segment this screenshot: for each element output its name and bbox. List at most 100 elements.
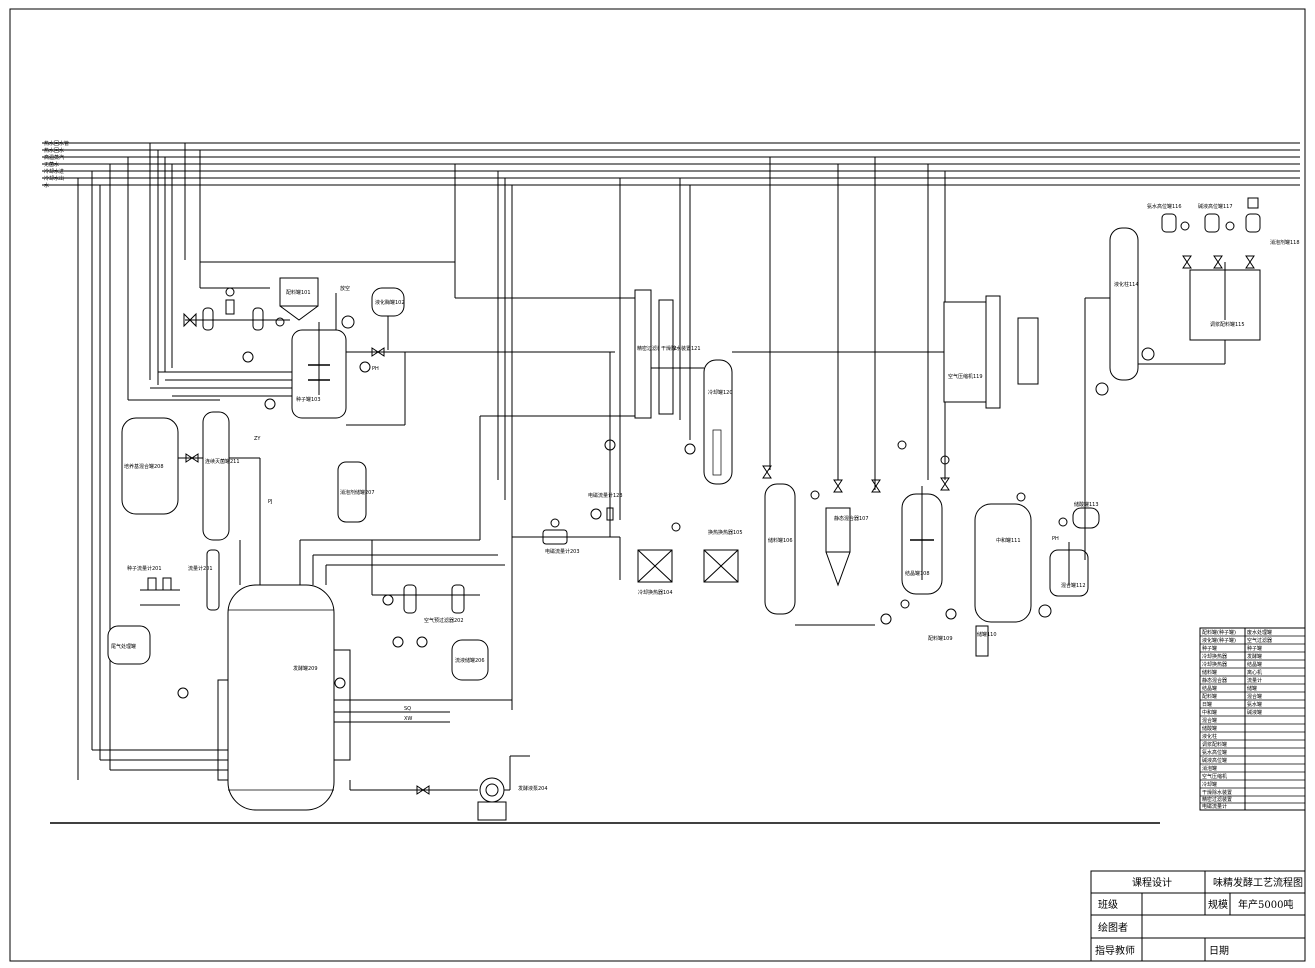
defoamer-tank-207: 消泡剂储罐207 (337, 461, 375, 523)
pj-tag: PJ (268, 499, 273, 505)
dryer-121: 干燥除水装置121 (658, 299, 701, 415)
static-mixer-107: 静态混合器107 (825, 507, 869, 587)
crystal-tank-108: 结晶罐108 (901, 486, 943, 595)
vent-label: 放空 (340, 285, 350, 292)
utility-label: 水 (44, 182, 49, 189)
svg-text:日期: 日期 (1209, 945, 1229, 957)
svg-text:冷却罐120: 冷却罐120 (708, 389, 733, 396)
mixer-112: 混合罐112 (1049, 542, 1089, 597)
alkali-tank-117: 碱液高位罐117 (1198, 203, 1233, 233)
svg-text:液化柱114: 液化柱114 (1114, 281, 1139, 288)
svg-text:储酸罐113: 储酸罐113 (1074, 501, 1099, 508)
drawing-border (9, 8, 1306, 962)
svg-text:流量计201: 流量计201 (188, 565, 213, 572)
svg-text:发酵罐209: 发酵罐209 (293, 665, 318, 672)
svg-text:碱液罐: 碱液罐 (1247, 709, 1262, 716)
svg-text:配料罐109: 配料罐109 (928, 635, 953, 642)
svg-text:消泡罐: 消泡罐 (1202, 765, 1217, 772)
legend-rows (1200, 635, 1305, 804)
svg-text:冷却罐: 冷却罐 (1202, 781, 1217, 788)
medium-mix-tank-208: 培养基混合罐208 (121, 417, 203, 515)
svg-text:氨水高位罐116: 氨水高位罐116 (1147, 203, 1182, 210)
svg-text:储罐110: 储罐110 (977, 631, 997, 638)
svg-text:静态混合器107: 静态混合器107 (834, 515, 869, 522)
utility-label: 高温蒸汽 (44, 154, 64, 161)
sterilizer-211: 连续灭菌罐211 (202, 411, 261, 585)
svg-text:氨水高位罐: 氨水高位罐 (1202, 749, 1227, 756)
filter-122: 精密过滤装置122 (634, 289, 677, 419)
svg-text:液化罐(种子罐): 液化罐(种子罐) (1202, 637, 1236, 644)
liquefy-tank-102: 液化酶罐102 (371, 287, 405, 350)
mixing-tank-101: 配料罐101 (279, 277, 319, 321)
zy-tag: ZY (254, 436, 261, 442)
exchanger-105: 换热换热器105 (703, 529, 743, 583)
storage-tank-106: 储料罐106 (764, 483, 796, 615)
svg-text:绘图者: 绘图者 (1098, 921, 1128, 934)
adjust-tank-115: 调浆配料罐115 (1189, 262, 1261, 341)
svg-text:电磁流量计203: 电磁流量计203 (545, 548, 580, 555)
utility-labels: 热水回水管 热水回水 高温蒸汽 无菌水 冷却水进 冷却水出 水 (44, 140, 69, 189)
svg-text:发酵罐: 发酵罐 (1247, 653, 1262, 660)
utility-label: 无菌水 (44, 161, 59, 168)
svg-text:调浆配料罐: 调浆配料罐 (1202, 741, 1227, 748)
svg-text:混合罐: 混合罐 (1202, 717, 1217, 724)
process-lines-103 (128, 261, 635, 426)
svg-text:种子罐: 种子罐 (1247, 645, 1262, 652)
svg-text:精密过滤装置: 精密过滤装置 (1202, 796, 1232, 803)
neutral-tank-111: 中和罐111 (974, 503, 1032, 623)
svg-text:配料罐101: 配料罐101 (286, 289, 311, 296)
liquefy-column-114: 液化柱114 (1109, 227, 1139, 381)
svg-text:碱液高位罐: 碱液高位罐 (1202, 757, 1227, 764)
svg-text:结晶罐108: 结晶罐108 (905, 570, 930, 577)
svg-text:静态混合器: 静态混合器 (1202, 677, 1227, 684)
svg-text:干燥除水装置121: 干燥除水装置121 (661, 345, 701, 352)
svg-text:规模: 规模 (1208, 898, 1228, 911)
svg-text:种子罐103: 种子罐103 (296, 396, 321, 403)
svg-text:空气预过滤器202: 空气预过滤器202 (424, 617, 464, 624)
utility-label: 热水回水 (44, 147, 64, 154)
svg-text:空气过滤器: 空气过滤器 (1247, 637, 1272, 644)
acid-tank-113: 储酸罐113 (1072, 501, 1100, 529)
svg-text:离心机: 离心机 (1247, 669, 1262, 676)
svg-text:中和罐: 中和罐 (1202, 709, 1217, 716)
em-flow-203: 电磁流量计203 (512, 518, 620, 555)
svg-text:年产5000吨: 年产5000吨 (1238, 898, 1293, 911)
title-block: 课程设计 味精发酵工艺流程图 班级 规模 年产5000吨 绘图者 指导教师 日期 (1090, 870, 1306, 962)
svg-text:冷却换热器: 冷却换热器 (1202, 661, 1227, 668)
svg-text:流液储罐206: 流液储罐206 (455, 657, 485, 664)
air-filters-top (185, 287, 355, 331)
compressor-119: 空气压缩机119 (943, 295, 1039, 409)
xw-tag: XW (404, 716, 412, 722)
svg-text:调浆配料罐115: 调浆配料罐115 (1210, 321, 1245, 328)
svg-text:储酸罐: 储酸罐 (1202, 725, 1217, 732)
svg-text:培养基混合罐208: 培养基混合罐208 (124, 463, 164, 470)
svg-text:日罐: 日罐 (1202, 701, 1212, 708)
seed-tank-103: 种子罐103 (291, 322, 347, 419)
legend-table: 配料罐(种子罐)废水处理罐 液化罐(种子罐)空气过滤器 种子罐种子罐 冷却换热器… (1199, 627, 1306, 811)
svg-text:种子流量计201: 种子流量计201 (127, 565, 162, 572)
valve-symbols (183, 255, 1255, 795)
svg-text:尾气处理罐: 尾气处理罐 (111, 643, 136, 650)
svg-text:配料罐(种子罐): 配料罐(种子罐) (1202, 629, 1236, 636)
ammonia-tank-116: 氨水高位罐116 (1147, 203, 1182, 233)
sq-tag: SQ (404, 706, 411, 712)
tank-110: 储罐110 (975, 625, 997, 657)
flow-tank-206: 流液储罐206 (451, 639, 489, 681)
svg-text:班级: 班级 (1098, 899, 1118, 911)
svg-text:混合罐112: 混合罐112 (1061, 582, 1086, 589)
svg-text:液化酶罐102: 液化酶罐102 (375, 299, 405, 306)
utility-header-lines (42, 142, 1300, 186)
svg-text:冷却换热器: 冷却换热器 (1202, 653, 1227, 660)
svg-text:发酵液泵204: 发酵液泵204 (518, 785, 548, 792)
svg-text:空气压缩机119: 空气压缩机119 (948, 373, 983, 380)
svg-text:冷却换热器104: 冷却换热器104 (638, 589, 673, 596)
svg-text:课程设计: 课程设计 (1132, 876, 1172, 889)
svg-text:结晶罐: 结晶罐 (1202, 685, 1217, 692)
air-filter-202: 空气预过滤器202 (372, 584, 480, 624)
svg-text:电磁流量计123: 电磁流量计123 (588, 492, 623, 499)
svg-text:精密过滤装置122: 精密过滤装置122 (637, 345, 677, 352)
fermenter-209: 发酵罐209 (217, 584, 351, 811)
svg-text:混合罐: 混合罐 (1247, 693, 1262, 700)
defoam-tank-118: 消泡剂罐118 (1245, 197, 1300, 246)
